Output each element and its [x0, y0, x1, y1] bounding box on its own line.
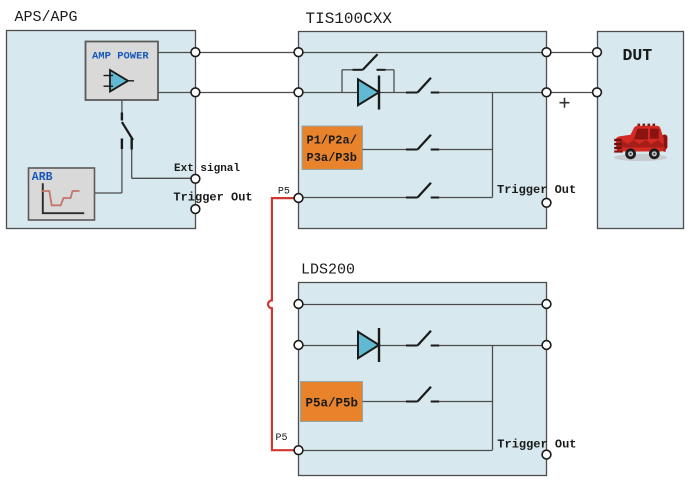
- svg-text:DUT: DUT: [623, 46, 653, 65]
- svg-text:Trigger Out: Trigger Out: [173, 190, 252, 204]
- svg-text:APS/APG: APS/APG: [15, 9, 78, 26]
- svg-text:P3a/P3b: P3a/P3b: [307, 151, 357, 165]
- svg-text:Ext signal: Ext signal: [174, 163, 240, 175]
- svg-text:P5: P5: [276, 433, 288, 444]
- svg-text:TIS100CXX: TIS100CXX: [306, 10, 393, 28]
- svg-text:Trigger Out: Trigger Out: [497, 183, 576, 197]
- svg-text:Trigger Out: Trigger Out: [497, 438, 576, 452]
- svg-text:LDS200: LDS200: [301, 262, 355, 279]
- svg-text:AMP POWER: AMP POWER: [92, 50, 149, 62]
- svg-text:P1/P2a/: P1/P2a/: [307, 134, 357, 148]
- svg-text:P5a/P5b: P5a/P5b: [306, 396, 359, 410]
- svg-text:P5: P5: [278, 187, 290, 198]
- svg-text:ARB: ARB: [32, 171, 53, 184]
